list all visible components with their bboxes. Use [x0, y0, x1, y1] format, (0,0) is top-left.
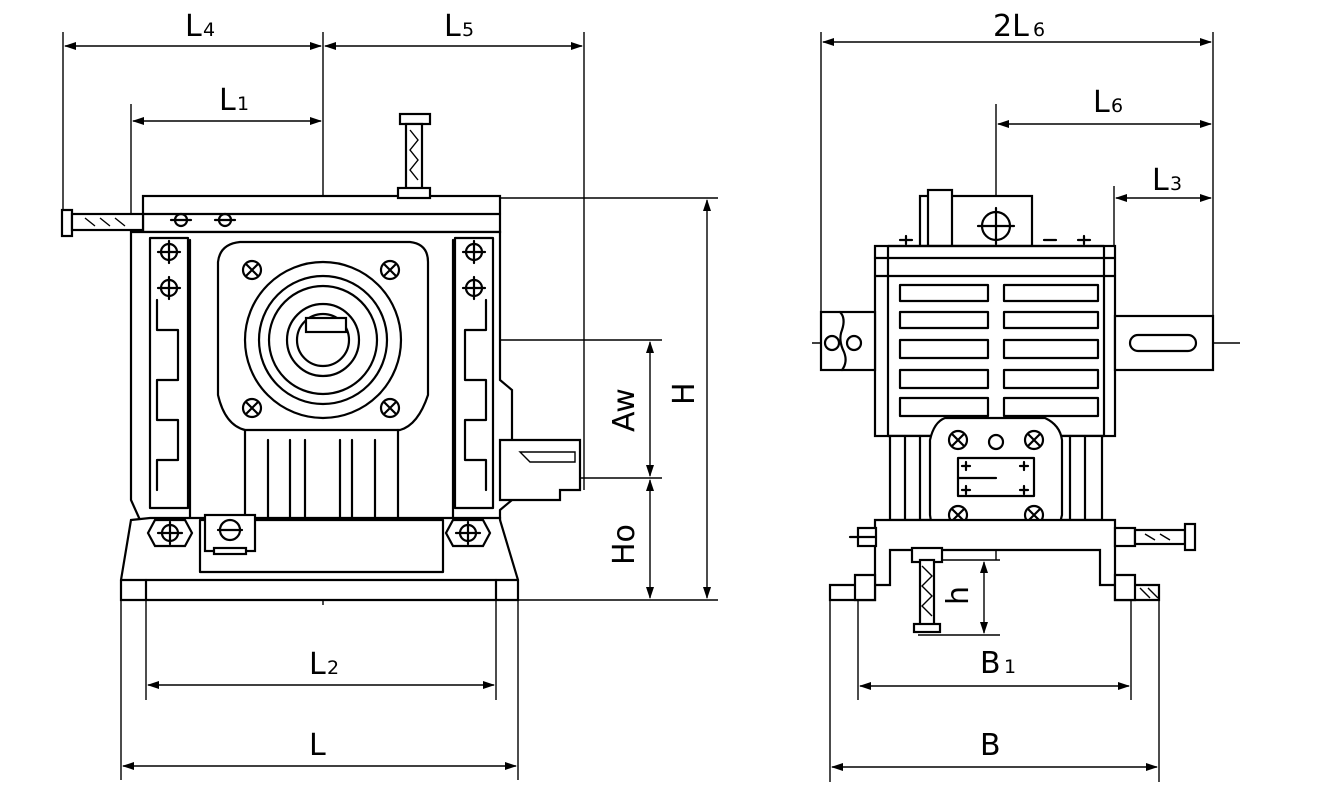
label-h: h [941, 586, 976, 605]
label-L5: L [444, 9, 461, 44]
label-Ho: Ho [607, 524, 642, 565]
label-L3: L [1152, 163, 1169, 198]
label-2L6: 2L [993, 9, 1029, 44]
label-L: L [309, 728, 326, 763]
label-Aw: Aw [607, 388, 642, 432]
label-L1: L [219, 83, 236, 118]
label-H: H [667, 382, 702, 405]
label-2L6-sub: 6 [1033, 19, 1045, 41]
front-view [60, 32, 718, 780]
dimension-labels: L 4 L 5 L 1 L 2 L H Aw Ho 2L 6 L 6 L 3 h… [185, 9, 1182, 763]
label-L2: L [309, 647, 326, 682]
flange-bolt-icon [241, 259, 401, 419]
bolt-icon [156, 239, 487, 301]
side-view [812, 32, 1240, 782]
label-L6-sub: 6 [1111, 95, 1123, 117]
label-L2-sub: 2 [327, 657, 339, 679]
label-L3-sub: 3 [1170, 173, 1182, 195]
label-L1-sub: 1 [237, 93, 249, 115]
label-L4: L [185, 9, 202, 44]
label-L4-sub: 4 [203, 19, 215, 41]
label-B1-sub: 1 [1004, 656, 1016, 678]
base-bolt-icon [146, 518, 492, 548]
label-B: B [980, 728, 1001, 763]
label-L6: L [1093, 85, 1110, 120]
label-L5-sub: 5 [462, 19, 474, 41]
label-B1: B [980, 646, 1001, 681]
